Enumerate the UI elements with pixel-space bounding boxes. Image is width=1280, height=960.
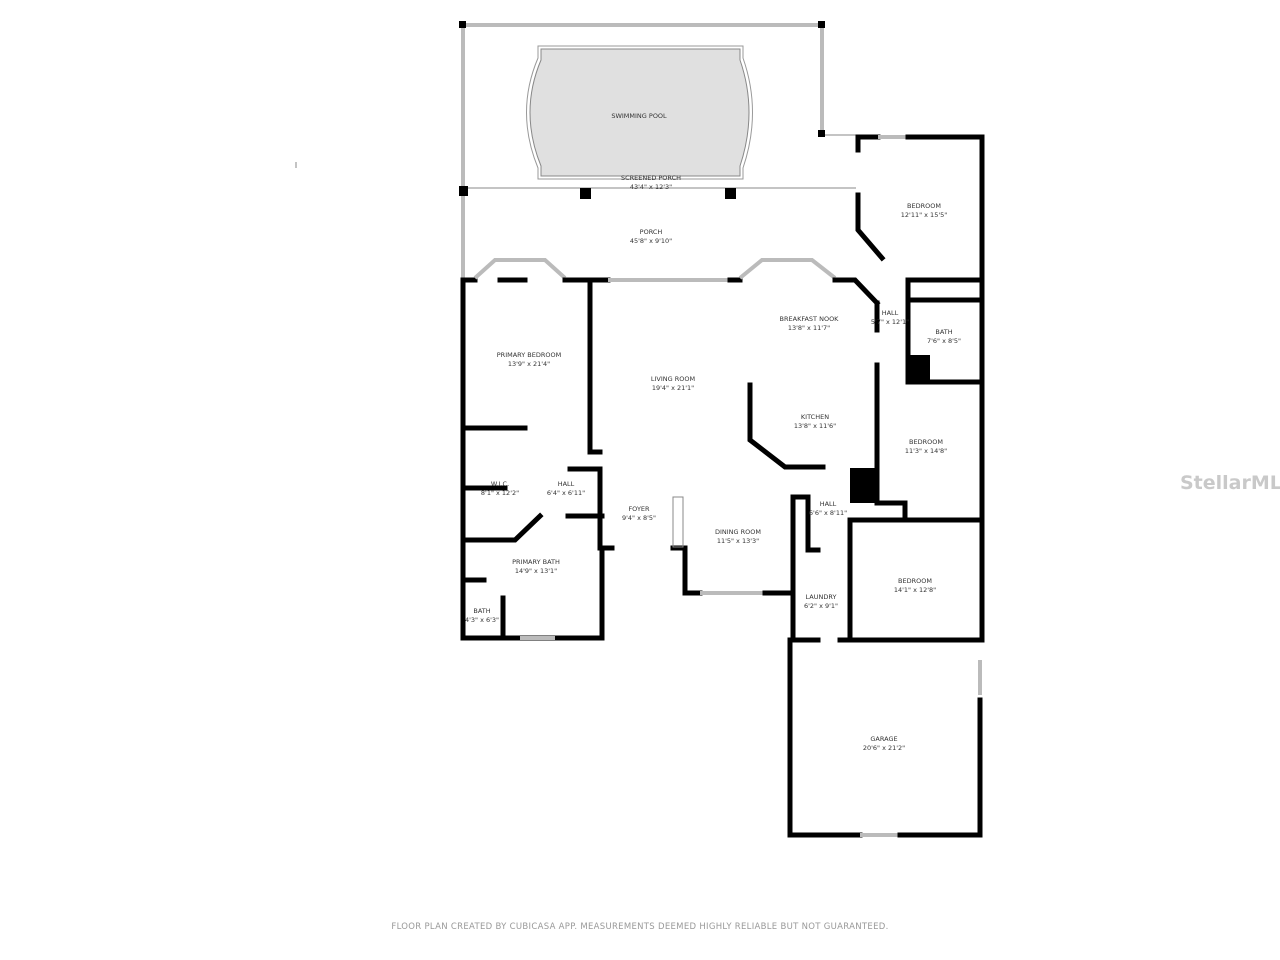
- disclaimer-footer: FLOOR PLAN CREATED BY CUBICASA APP. MEAS…: [391, 922, 889, 932]
- room-label-wic: W.I.C.8'1" x 12'2": [480, 480, 520, 497]
- screened-porch-walls: [459, 21, 858, 189]
- porch-columns: [459, 186, 736, 199]
- walls: [460, 134, 985, 838]
- swimming-pool: [529, 48, 750, 177]
- watermark: StellarMLS: [1180, 472, 1280, 494]
- room-label-swimming-pool: SWIMMING POOL: [611, 112, 667, 120]
